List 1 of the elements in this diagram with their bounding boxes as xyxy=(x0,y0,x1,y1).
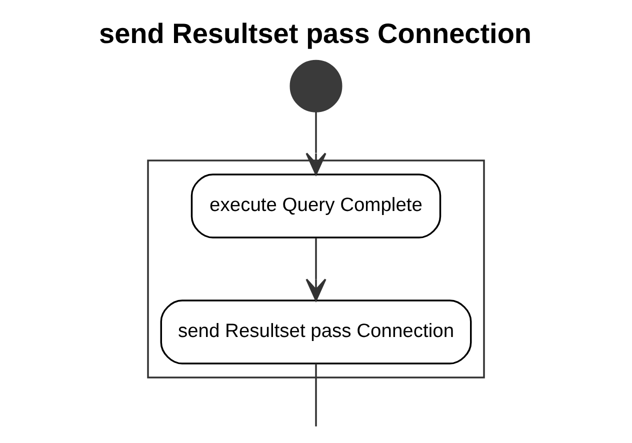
diagram-title: send Resultset pass Connection xyxy=(99,18,532,49)
